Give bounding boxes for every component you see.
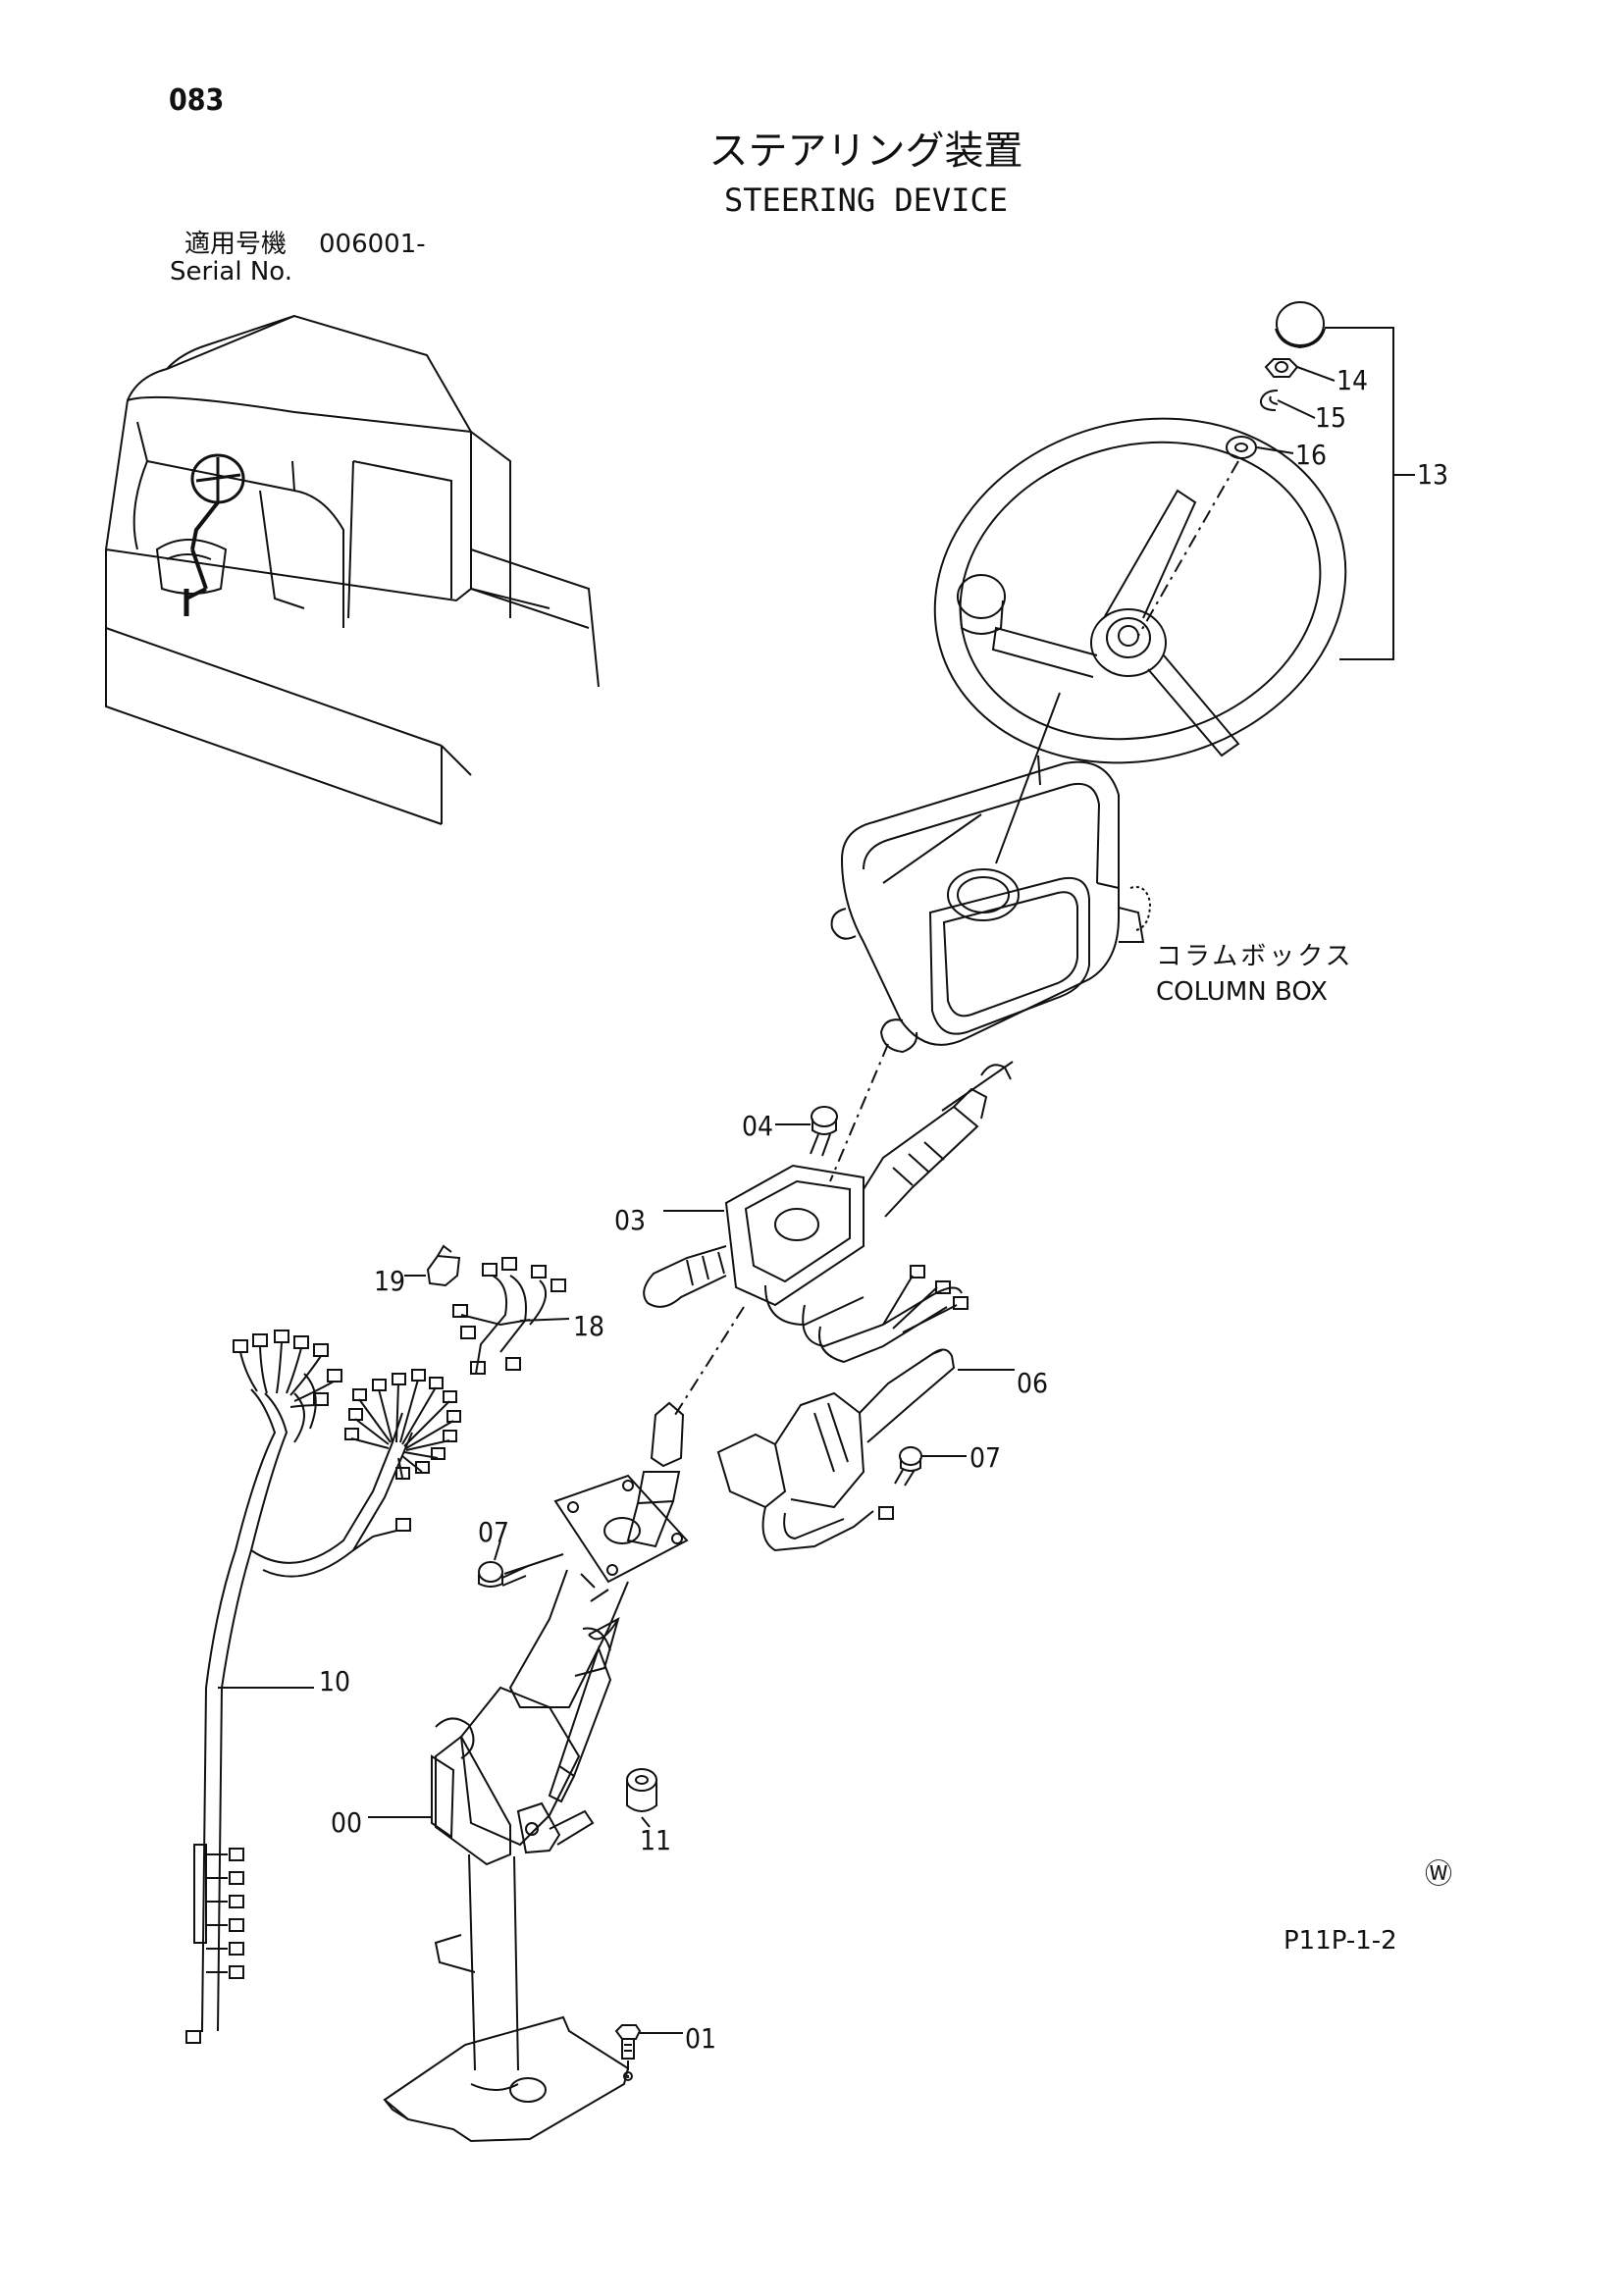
part-label-11: 11: [640, 1824, 672, 1856]
screw-04: [775, 1107, 837, 1156]
watermark-symbol: Ⓦ: [1425, 1857, 1453, 1890]
part-label-18: 18: [573, 1310, 605, 1342]
part-label-03: 03: [614, 1204, 647, 1236]
nut-washer-cap-parts: [1138, 302, 1415, 659]
cab-thumbnail: [106, 316, 599, 824]
serial-label-en: Serial No.: [170, 257, 292, 287]
page-title-en: STEERING DEVICE: [724, 182, 1008, 219]
part-label-07-right: 07: [969, 1441, 1002, 1474]
column-box-label-jp: コラムボックス: [1156, 942, 1354, 971]
part-label-06: 06: [1017, 1367, 1049, 1399]
steering-column: [368, 1307, 744, 2141]
part-label-19: 19: [374, 1265, 406, 1297]
part-label-14: 14: [1336, 364, 1369, 396]
part-label-00: 00: [331, 1806, 363, 1839]
combination-switch-03: [644, 1062, 1013, 1362]
harness-18-relay-19: [404, 1246, 569, 1374]
serial-value: 006001-: [319, 230, 426, 259]
column-box: [830, 693, 1150, 1181]
part-label-10: 10: [319, 1665, 351, 1697]
steering-wheel: [894, 371, 1387, 810]
part-label-07-left: 07: [478, 1516, 510, 1548]
serial-label-jp: 適用号機: [184, 230, 288, 259]
harness-10: [186, 1331, 460, 2043]
page-code: P11P-1-2: [1283, 1926, 1397, 1956]
part-label-04: 04: [742, 1110, 774, 1142]
part-label-01: 01: [685, 2022, 717, 2055]
column-box-label-en: COLUMN BOX: [1156, 977, 1328, 1007]
page-number: 083: [169, 83, 225, 118]
part-label-15: 15: [1315, 401, 1347, 434]
lever-switch-06: [479, 1349, 1015, 1587]
part-label-13: 13: [1417, 458, 1449, 491]
part-label-16: 16: [1295, 439, 1328, 471]
page-title-jp: ステアリング装置: [708, 129, 1023, 174]
